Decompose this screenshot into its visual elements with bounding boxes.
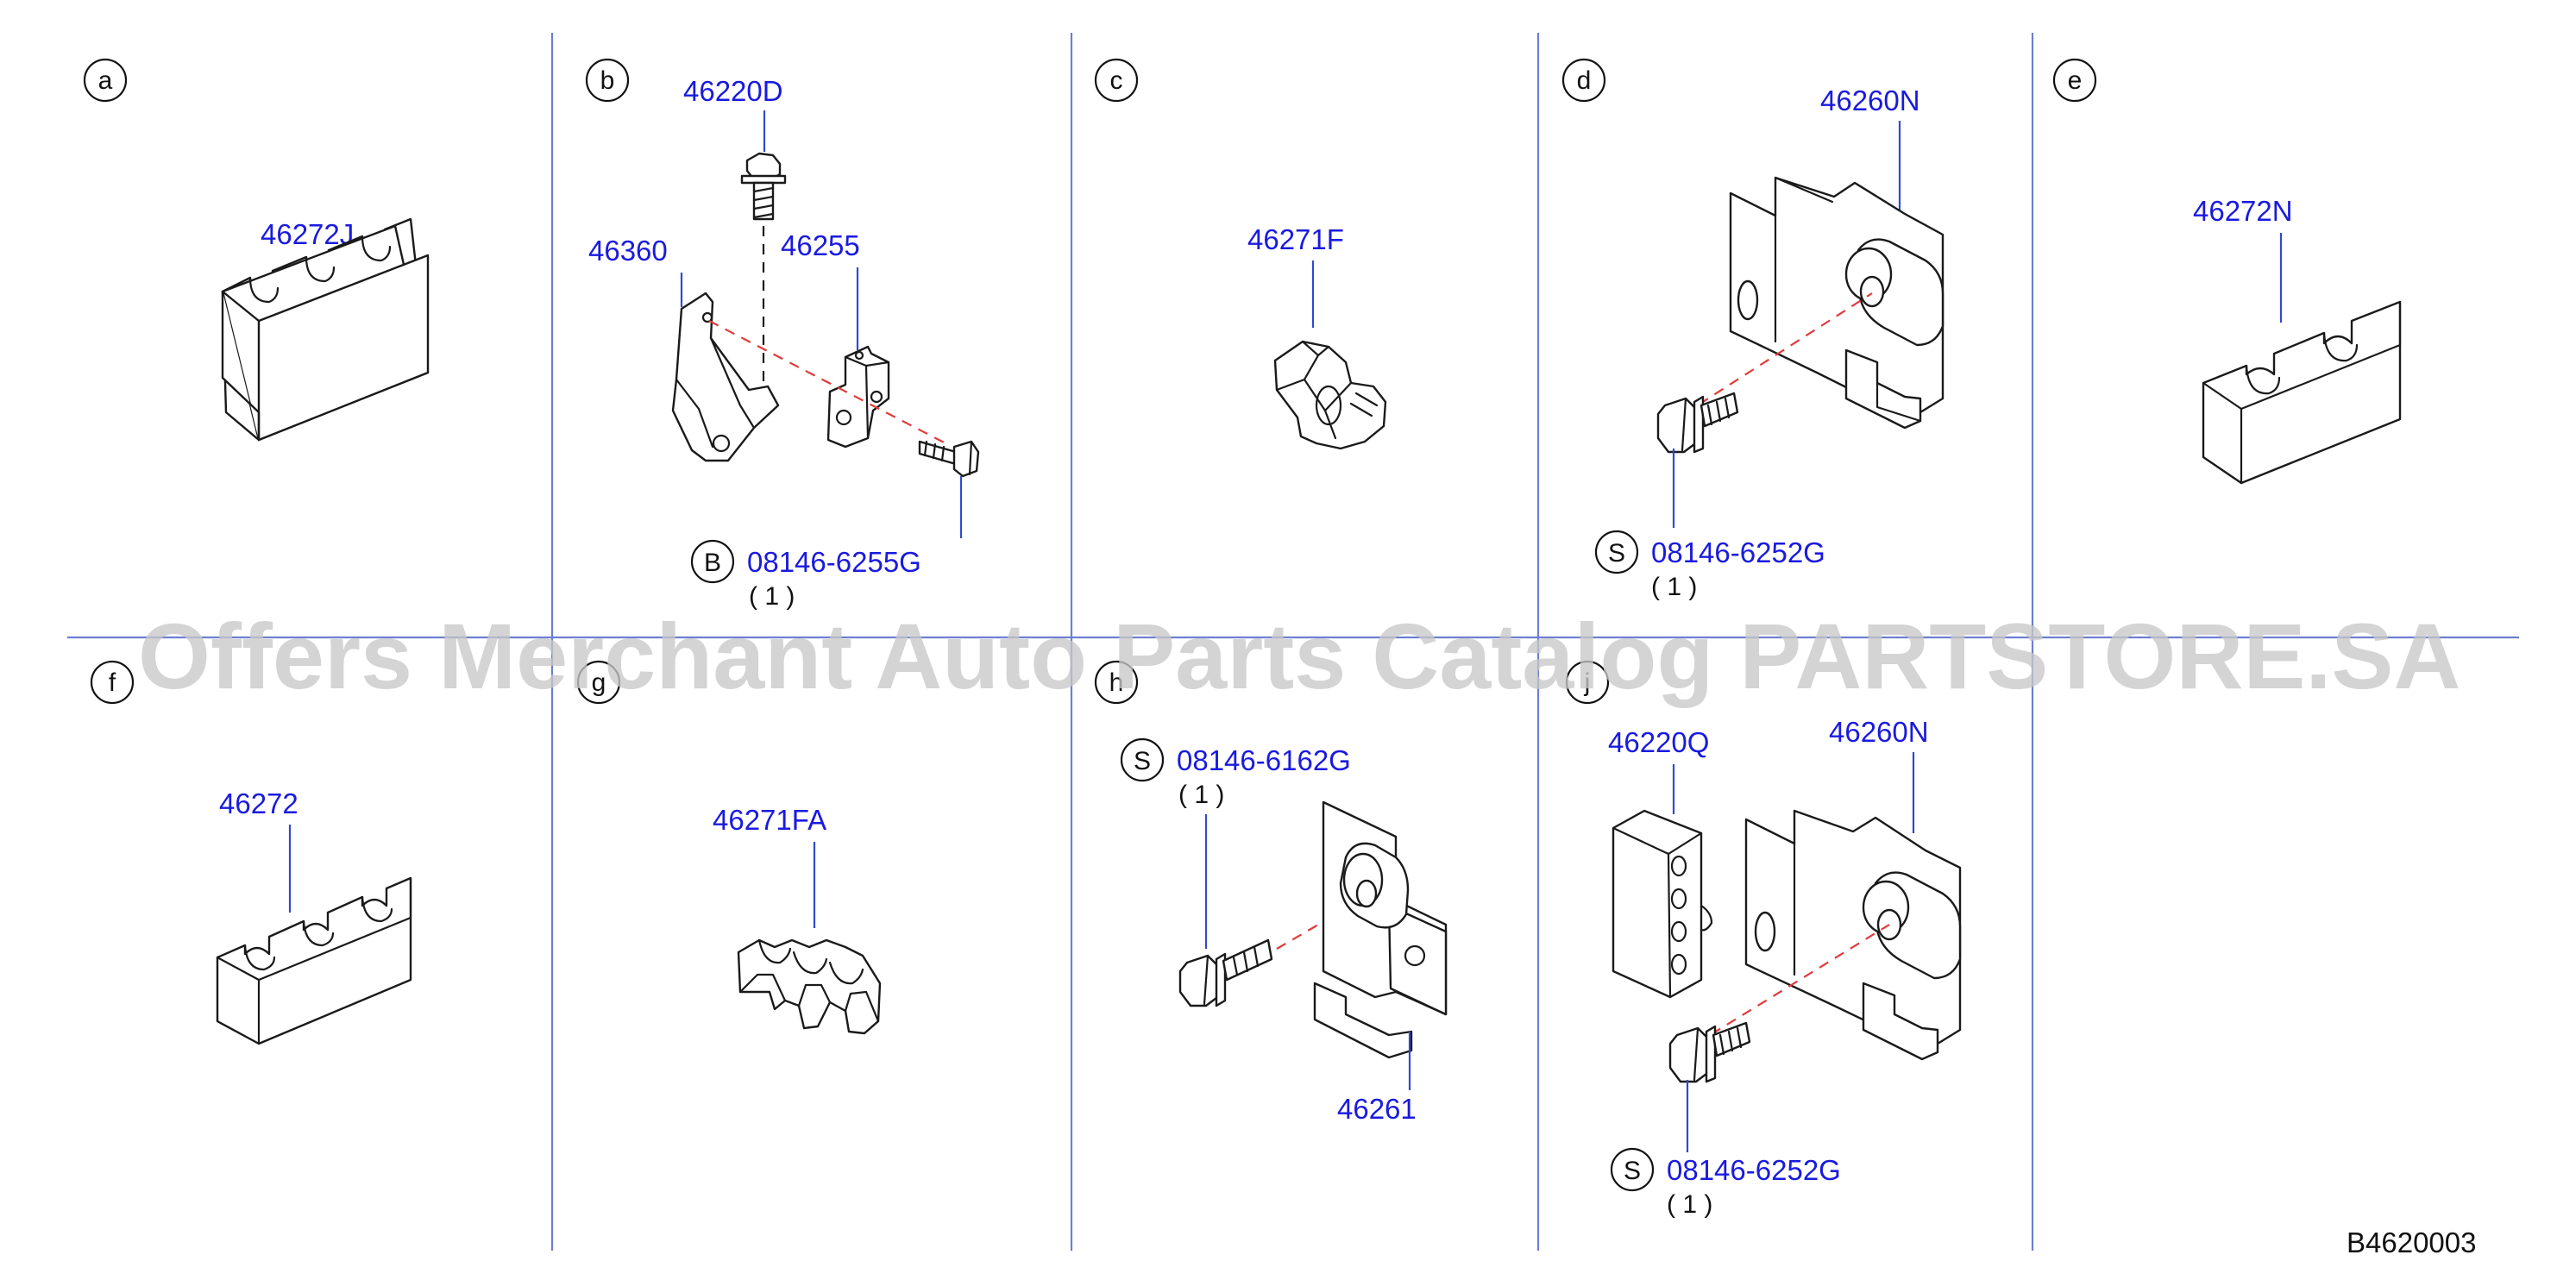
bolt-08146-6162g-drawing [1178, 938, 1273, 1007]
section-letter-b: b [585, 58, 630, 103]
section-j: 46220Q 46260N [1608, 716, 1962, 1219]
bracket-46260n-drawing [1729, 176, 1945, 430]
section-letter-g: g [576, 660, 621, 705]
fastener-marker-s-d: S [1594, 530, 1639, 574]
section-e: 46272N [2193, 195, 2402, 485]
part-label-46272: 46272 [219, 787, 298, 819]
section-b-label: b [600, 66, 615, 95]
section-letter-e: e [2052, 58, 2097, 103]
tube-clip-46272n-drawing [2202, 300, 2402, 485]
part-label-46272n: 46272N [2193, 195, 2293, 227]
part-label-46272j: 46272J [261, 218, 354, 250]
section-e-label: e [2068, 66, 2083, 95]
fastener-marker-s-h: S [1120, 737, 1165, 782]
part-label-46261: 46261 [1337, 1093, 1417, 1125]
part-label-46220d: 46220D [683, 75, 783, 107]
section-b: 46220D 46360 46255 [588, 75, 980, 611]
section-letter-f: f [90, 660, 135, 705]
tube-clip-46272-drawing [216, 876, 412, 1045]
section-f: 46272 [216, 787, 412, 1045]
section-g: 46271FA [713, 804, 882, 1035]
section-f-label: f [109, 668, 116, 697]
clip-46271fa-drawing [737, 938, 882, 1035]
section-letter-a: a [83, 58, 128, 103]
watermark-text: Offers Merchant Auto Parts Catalog PARTS… [138, 604, 2460, 708]
clip-46271f-drawing [1273, 340, 1387, 450]
marker-b-label: B [704, 549, 721, 577]
part-label-46260n-d: 46260N [1820, 85, 1920, 116]
qty-d: ( 1 ) [1651, 573, 1697, 601]
diagram-code: B4620003 [2347, 1227, 2476, 1258]
tube-clip-46272j-drawing [221, 217, 430, 442]
part-label-46271f: 46271F [1247, 223, 1344, 255]
section-letter-h: h [1094, 660, 1139, 705]
part-label-46260n-j: 46260N [1829, 716, 1929, 748]
section-c: 46271F [1247, 223, 1387, 450]
section-d: 46260N S 08146-6252G ( 1 ) [1594, 85, 1945, 601]
section-j-label: j [1584, 668, 1591, 697]
marker-s-h-label: S [1134, 747, 1151, 775]
section-letter-j: j [1565, 660, 1610, 705]
grid-dividers [67, 33, 2519, 1251]
qty-b: ( 1 ) [749, 582, 795, 611]
section-letters: a b c d e f g h j [83, 58, 2097, 705]
part-label-46360: 46360 [588, 235, 668, 267]
part-label-08146-6162g: 08146-6162G [1177, 744, 1351, 776]
section-c-label: c [1110, 66, 1123, 95]
part-label-08146-6252g-d: 08146-6252G [1651, 536, 1825, 568]
part-label-46220q: 46220Q [1608, 726, 1709, 758]
junction-block-46255-drawing [826, 345, 890, 449]
marker-s-d-label: S [1608, 539, 1625, 568]
section-g-label: g [592, 668, 606, 697]
section-a: 46272J [221, 217, 430, 442]
bolt-08146-6252g-j-drawing [1668, 1021, 1751, 1152]
part-label-46271fa: 46271FA [713, 804, 826, 836]
section-letter-d: d [1561, 58, 1606, 103]
fastener-marker-s-j: S [1610, 1147, 1655, 1192]
bolt-46220d-drawing [740, 152, 787, 405]
bolt-08146-6255g-drawing [918, 440, 980, 538]
part-label-08146-6255g: 08146-6255G [747, 546, 921, 578]
qty-j: ( 1 ) [1667, 1190, 1712, 1219]
section-letter-c: c [1094, 58, 1139, 103]
section-a-label: a [98, 66, 113, 95]
marker-s-j-label: S [1624, 1157, 1641, 1185]
bracket-46260n-j-drawing [1744, 809, 1962, 1061]
section-h-label: h [1109, 668, 1124, 697]
bracket-46360-drawing [671, 292, 780, 462]
qty-h: ( 1 ) [1178, 781, 1224, 809]
part-label-46255: 46255 [781, 229, 860, 261]
bolt-08146-6252g-d-drawing [1656, 392, 1739, 528]
part-label-08146-6252g-j: 08146-6252G [1667, 1154, 1841, 1186]
fastener-marker-b: B [690, 539, 735, 584]
block-46220q-drawing [1612, 809, 1713, 999]
bracket-46261-drawing [1313, 800, 1448, 1059]
section-h: S 08146-6162G ( 1 ) 46261 [1120, 737, 1448, 1125]
section-d-label: d [1577, 66, 1592, 95]
